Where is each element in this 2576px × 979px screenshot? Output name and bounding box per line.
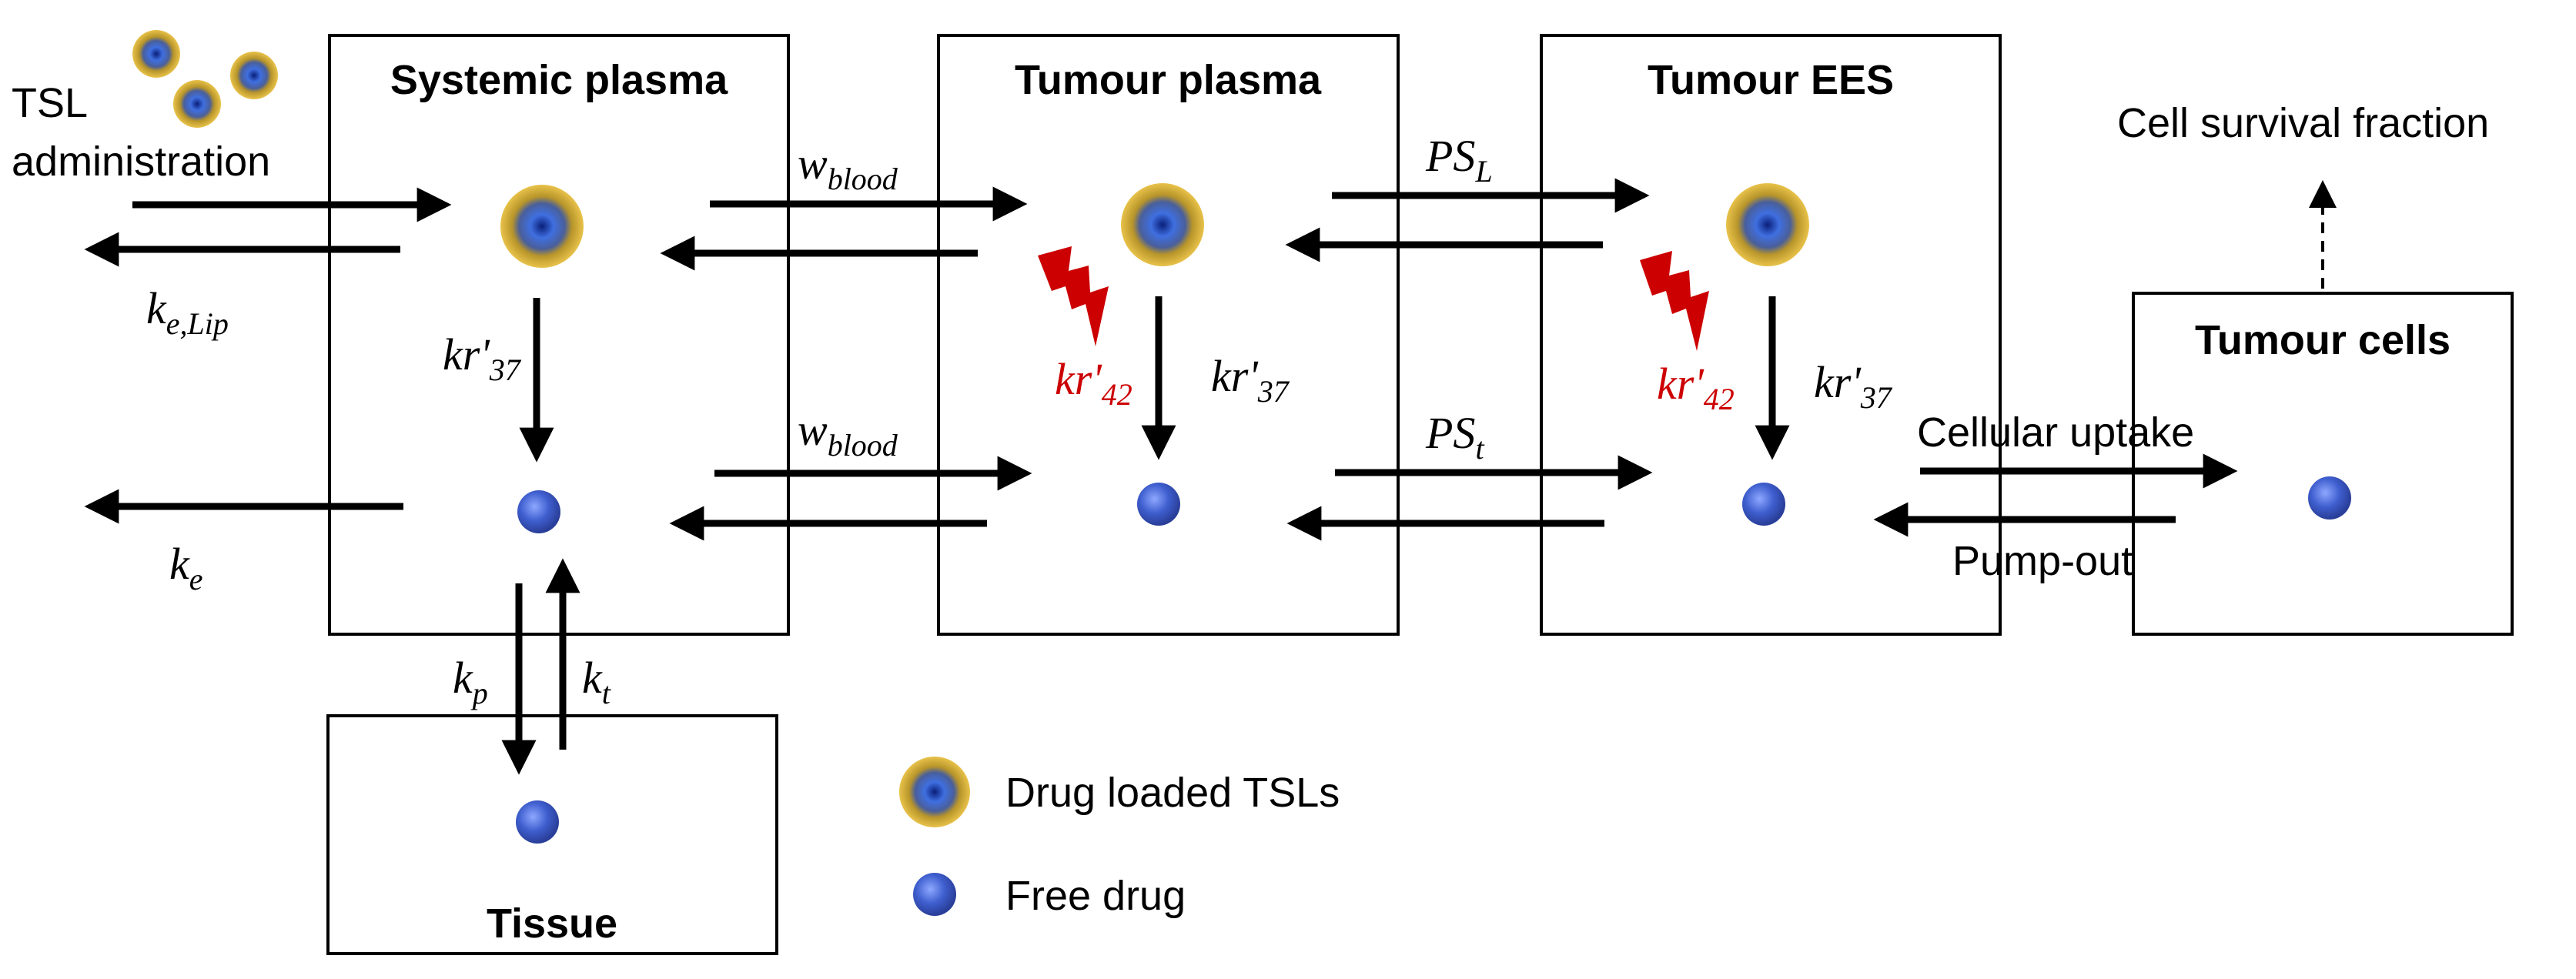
ke-label: ke: [169, 539, 203, 596]
legend-free-drug-label: Free drug: [1005, 873, 1186, 919]
free-drug-icon: [1137, 483, 1180, 526]
cellular-uptake-label: Cellular uptake: [1917, 409, 2194, 456]
drug-loaded-tsl-icon: [173, 80, 221, 128]
systemic-plasma-title: Systemic plasma: [390, 57, 728, 103]
kr42-ees-label: kr'42: [1657, 359, 1735, 416]
kr37-systemic-label: kr'37: [443, 329, 522, 387]
kp-label: kp: [453, 653, 488, 710]
legend-free-drug-icon: [913, 873, 956, 916]
free-drug-icon: [2308, 476, 2351, 520]
tissue-title: Tissue: [487, 900, 617, 947]
administration-label-line2: administration: [12, 139, 270, 185]
tumour-plasma-title: Tumour plasma: [1015, 57, 1322, 103]
tumour-cells-box: [2132, 292, 2514, 636]
wblood-drug-label: wblood: [798, 405, 898, 463]
legend-tsl-icon: [899, 757, 970, 827]
tumour-plasma-box: [937, 34, 1400, 636]
kr37-tumour-plasma-label: kr'37: [1211, 351, 1290, 409]
administration-label-line1: TSL: [12, 80, 88, 126]
pst-label: PSt: [1425, 408, 1484, 466]
drug-loaded-tsl-icon: [1121, 183, 1204, 266]
drug-loaded-tsl-icon: [500, 185, 584, 268]
free-drug-icon: [1742, 483, 1785, 526]
drug-loaded-tsl-icon: [230, 52, 278, 99]
kr37-ees-label: kr'37: [1814, 357, 1893, 415]
free-drug-icon: [517, 490, 560, 533]
psl-label: PSL: [1425, 131, 1493, 189]
ke-lip-label: ke,Lip: [146, 283, 229, 341]
kr42-tumour-plasma-label: kr'42: [1055, 354, 1132, 412]
lightning-heat-icon: [1640, 251, 1709, 351]
cell-survival-label: Cell survival fraction: [2117, 100, 2489, 146]
kt-label: kt: [582, 653, 611, 710]
free-drug-icon: [516, 800, 559, 844]
lightning-heat-icon: [1038, 246, 1109, 346]
systemic-plasma-box: [328, 34, 790, 636]
tumour-ees-title: Tumour EES: [1648, 57, 1894, 103]
tumour-cells-title: Tumour cells: [2195, 317, 2451, 363]
legend-tsl-label: Drug loaded TSLs: [1005, 770, 1340, 816]
drug-loaded-tsl-icon: [132, 30, 180, 78]
pump-out-label: Pump-out: [1952, 538, 2133, 584]
drug-loaded-tsl-icon: [1726, 183, 1809, 266]
wblood-liposome-label: wblood: [798, 139, 898, 196]
